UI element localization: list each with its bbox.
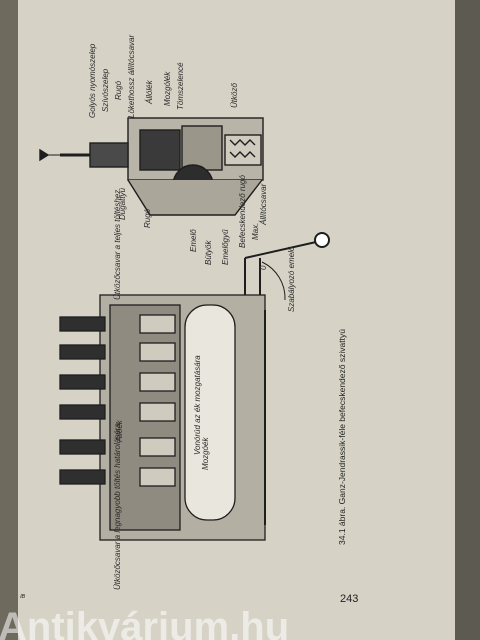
label-emelogyu: Emelőgyű	[221, 229, 230, 265]
page-number: 243	[340, 593, 358, 605]
label-mozgoek-top: Mozgólék	[163, 71, 172, 106]
label-utkozo: Ütköző	[230, 83, 239, 108]
label-lokethossz: Lökethossz állítócsavar	[127, 35, 136, 118]
label-utkozocsavar-legnagyobb: Ütközőcsavar a legnagyobb töltés határol…	[113, 423, 122, 590]
label-befecskendezo-rugo: Befecskendező rugó	[238, 175, 247, 248]
label-allitocsavar: Állítócsavar	[259, 183, 268, 226]
page-edge	[455, 0, 480, 640]
figure-caption: 34.1 ábra. Ganz-Jendrassik-féle befecske…	[337, 329, 347, 545]
label-butyok: Bütyök	[204, 240, 213, 265]
top-pump-section	[39, 117, 264, 216]
label-rugo-top: Rugó	[114, 80, 123, 100]
watermark: Antikvárium.hu	[0, 605, 289, 640]
label-rugo-mid: Rugó	[143, 208, 152, 228]
label-zero: 0	[259, 265, 268, 270]
label-mozgoek-bottom: Mozgóék	[201, 437, 210, 470]
label-golyos-nyomoszelep: Golyós nyomószelep	[88, 43, 97, 118]
top-labels: Golyós nyomószelep Szívószelep Rugó Löke…	[88, 35, 296, 312]
label-emelo: Emelő	[189, 229, 198, 252]
corner-mark: ᴵᴮ	[20, 593, 25, 602]
label-szivoszelep: Szívószelep	[101, 68, 110, 112]
label-alloek-bottom: Állóék	[115, 419, 124, 443]
label-dugattyu: Dugattyú	[118, 187, 127, 220]
multi-pump-assembly	[59, 294, 266, 541]
label-alloek-top: Állólék	[145, 79, 154, 105]
bottom-labels: Ütközőcsavar a teljes töltéshez Ütközőcs…	[113, 190, 210, 590]
label-tomszelence: Tömszelencé	[176, 62, 185, 110]
label-max: Max.	[251, 223, 260, 240]
label-vonorud: Vonórúd az ék mozgatására	[193, 355, 202, 455]
label-utkozocsavar-teljes: Ütközőcsavar a teljes töltéshez	[113, 190, 122, 300]
label-szabalyozo-emelo: Szabályozó emelő	[287, 246, 296, 312]
